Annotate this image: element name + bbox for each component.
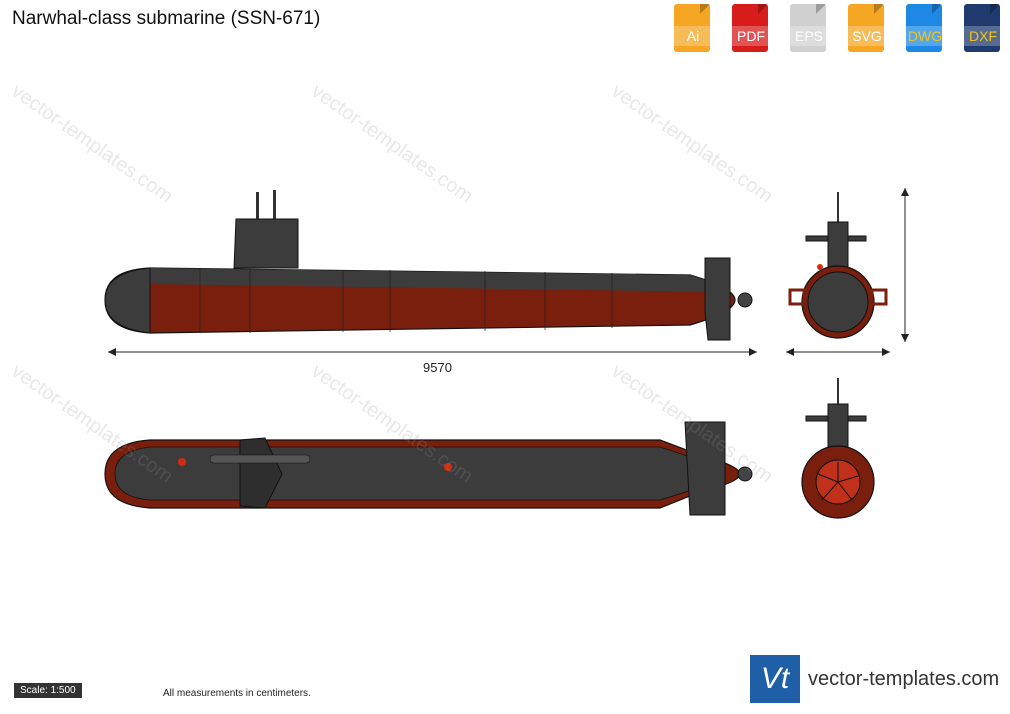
- side-propeller: [737, 292, 753, 308]
- side-panel-lines: [199, 269, 613, 333]
- vt-logo-icon: Vt: [750, 655, 800, 703]
- side-view: [104, 190, 753, 341]
- top-view: [104, 421, 753, 516]
- brand-name: vector-templates.com: [808, 667, 1000, 690]
- eps-file-icon: [790, 4, 826, 52]
- ai-file-icon: [674, 4, 710, 52]
- hatch-light: [444, 463, 452, 471]
- side-bow: [104, 267, 151, 334]
- format-downloads: Ai PDF EPS SVG DWG DXF: [668, 4, 1008, 54]
- format-dxf-button[interactable]: DXF: [958, 4, 1008, 54]
- side-deck: [140, 268, 725, 292]
- brand[interactable]: Vt vector-templates.com: [750, 655, 999, 703]
- format-dwg-button[interactable]: DWG: [900, 4, 950, 54]
- top-tail: [684, 421, 726, 516]
- rear-view: [801, 378, 875, 519]
- scale-badge: Scale: 1:500: [14, 683, 82, 698]
- format-svg-button[interactable]: SVG: [842, 4, 892, 54]
- svg-file-icon: [848, 4, 884, 52]
- length-dimension-label: 9570: [423, 360, 452, 375]
- dxf-file-icon: [964, 4, 1000, 52]
- front-view: [786, 188, 909, 356]
- antenna-mast: [273, 190, 276, 220]
- length-dimension: [108, 348, 757, 356]
- dwg-file-icon: [906, 4, 942, 52]
- sail: [233, 218, 299, 269]
- periscope-mast: [256, 192, 259, 220]
- format-ai-button[interactable]: Ai: [668, 4, 718, 54]
- measurement-note: All measurements in centimeters.: [163, 688, 311, 699]
- top-deck: [114, 446, 721, 501]
- pdf-file-icon: [732, 4, 768, 52]
- rudder: [704, 257, 731, 341]
- format-pdf-button[interactable]: PDF: [726, 4, 776, 54]
- bow-light: [178, 458, 186, 466]
- page-title: Narwhal-class submarine (SSN-671): [12, 8, 321, 29]
- format-eps-button[interactable]: EPS: [784, 4, 834, 54]
